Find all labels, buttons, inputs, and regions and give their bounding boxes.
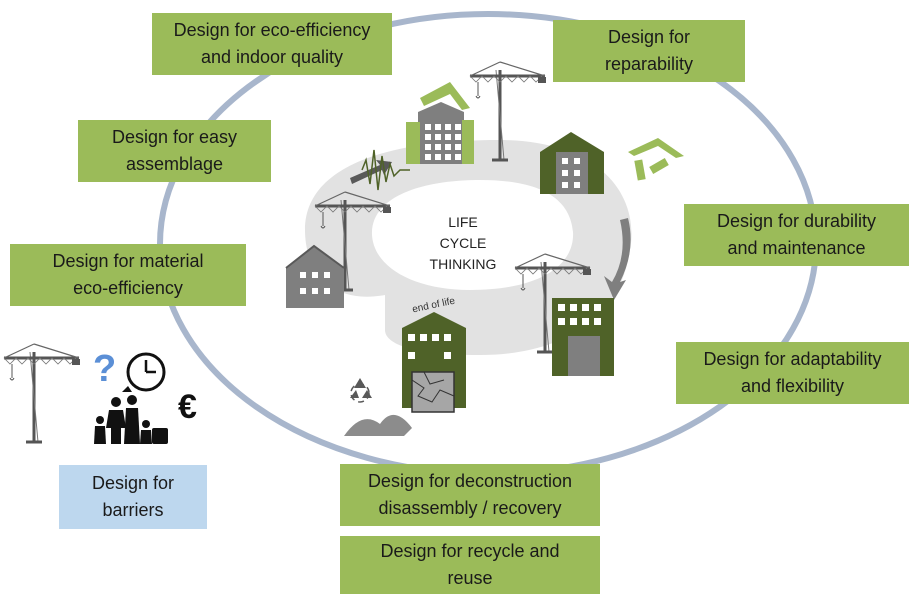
rubble-pile-icon: [344, 414, 412, 436]
family-icon: [94, 395, 168, 444]
box-barriers: Design for barriers: [59, 465, 207, 529]
gray-house-icon: [285, 244, 345, 308]
barrier-crane-icon: [2, 342, 82, 444]
box-recycle-reuse: Design for recycle and reuse: [340, 536, 600, 594]
seismic-wave-icon: [350, 149, 410, 191]
center-label: LIFE CYCLE THINKING: [429, 214, 497, 272]
green-building-icon: [540, 132, 604, 194]
box-deconstruction: Design for deconstruction disassembly / …: [340, 464, 600, 526]
box-adaptability-flexibility-text: Design for adaptability and flexibility: [703, 349, 882, 396]
clock-icon: [122, 352, 166, 392]
box-barriers-text: Design for barriers: [91, 473, 175, 520]
box-reparability-text: Design for reparability: [604, 27, 694, 74]
box-eco-efficiency-indoor-text: Design for eco-efficiency and indoor qua…: [173, 20, 371, 67]
box-adaptability-flexibility: Design for adaptability and flexibility: [676, 342, 909, 404]
box-easy-assemblage-text: Design for easy assemblage: [111, 127, 238, 174]
box-deconstruction-text: Design for deconstruction disassembly / …: [367, 471, 573, 518]
cycle-arrow: [604, 218, 631, 300]
box-easy-assemblage: Design for easy assemblage: [78, 120, 271, 182]
recycle-icon: [350, 378, 372, 403]
deconstructed-building-icon: [402, 312, 466, 413]
building-construction-icon: [406, 102, 474, 164]
box-recycle-reuse-text: Design for recycle and reuse: [380, 541, 560, 588]
box-material-eco-efficiency-text: Design for material eco-efficiency: [52, 251, 204, 298]
box-eco-efficiency-indoor: Design for eco-efficiency and indoor qua…: [152, 13, 392, 75]
repair-roof-pieces-icon: [628, 138, 684, 181]
box-reparability: Design for reparability: [553, 20, 745, 82]
box-durability-maintenance: Design for durability and maintenance: [684, 204, 909, 266]
box-durability-maintenance-text: Design for durability and maintenance: [716, 211, 877, 258]
question-mark-icon: ?: [93, 348, 117, 390]
roof-piece-icon: [420, 82, 470, 110]
tall-green-building-icon: [552, 298, 614, 376]
euro-icon: €: [178, 388, 197, 426]
box-material-eco-efficiency: Design for material eco-efficiency: [10, 244, 246, 306]
